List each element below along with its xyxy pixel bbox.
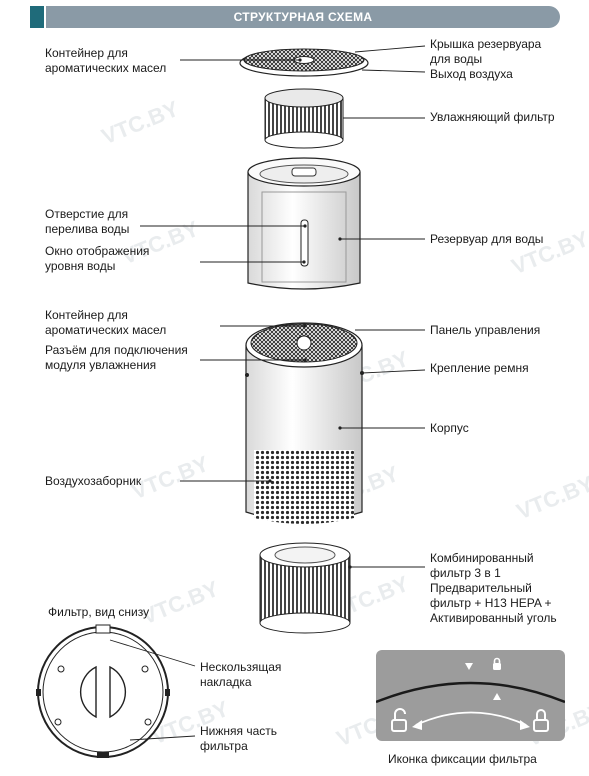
- label-filter-bottom-view: Фильтр, вид снизу: [48, 605, 150, 619]
- label-overflow-hole: Отверстие для перелива воды: [45, 207, 130, 236]
- tank-lid: [239, 48, 369, 77]
- label-water-window: Окно отображения уровня воды: [45, 244, 150, 273]
- label-control-panel: Панель управления: [430, 323, 541, 337]
- label-humid-filter: Увлажняющий фильтр: [430, 110, 555, 124]
- filter-lock-panel: [376, 650, 565, 741]
- leader-dots: [268, 58, 352, 569]
- label-filter-lock-icon: Иконка фиксации фильтра: [388, 752, 537, 766]
- down-arrow-marker-icon: [465, 663, 473, 670]
- label-non-slip-pad: Нескользящая накладка: [200, 660, 282, 689]
- unlock-icon: [391, 708, 407, 732]
- water-tank: [247, 157, 361, 290]
- label-housing: Корпус: [430, 421, 469, 435]
- label-combo-filter: Комбинированный фильтр 3 в 1 Предварител…: [430, 551, 557, 625]
- header-bar: [46, 6, 560, 28]
- label-aroma-container-body: Контейнер для ароматических масел: [45, 308, 167, 337]
- label-filter-bottom: Нижняя часть фильтра: [200, 724, 278, 753]
- filter-lock-graphic: [376, 657, 565, 732]
- header-accent: [30, 6, 44, 28]
- leader-lines: [109, 45, 426, 741]
- purifier-housing: [245, 322, 364, 524]
- label-strap-mount: Крепление ремня: [430, 361, 529, 375]
- arrow-left-icon: [412, 720, 422, 730]
- header-title: СТРУКТУРНАЯ СХЕМА: [233, 10, 373, 24]
- label-air-outlet: Выход воздуха: [430, 67, 513, 81]
- label-module-connector: Разъём для подключения модуля увлажнения: [45, 343, 188, 372]
- section-header: СТРУКТУРНАЯ СХЕМА: [30, 6, 560, 28]
- lock-icon: [533, 709, 549, 732]
- label-air-intake: Воздухозаборник: [45, 474, 142, 488]
- label-water-tank: Резервуар для воды: [430, 232, 544, 246]
- arrow-right-icon: [520, 720, 530, 730]
- label-tank-lid: Крышка резервуара для воды: [430, 37, 542, 66]
- up-arrow-marker-icon: [493, 693, 501, 700]
- lock-closed-small-icon: [493, 657, 501, 670]
- combined-filter: [259, 542, 351, 634]
- filter-bottom-view: [36, 624, 170, 758]
- humidifying-filter: [264, 88, 344, 149]
- label-aroma-container-top: Контейнер для ароматических масел: [45, 46, 167, 75]
